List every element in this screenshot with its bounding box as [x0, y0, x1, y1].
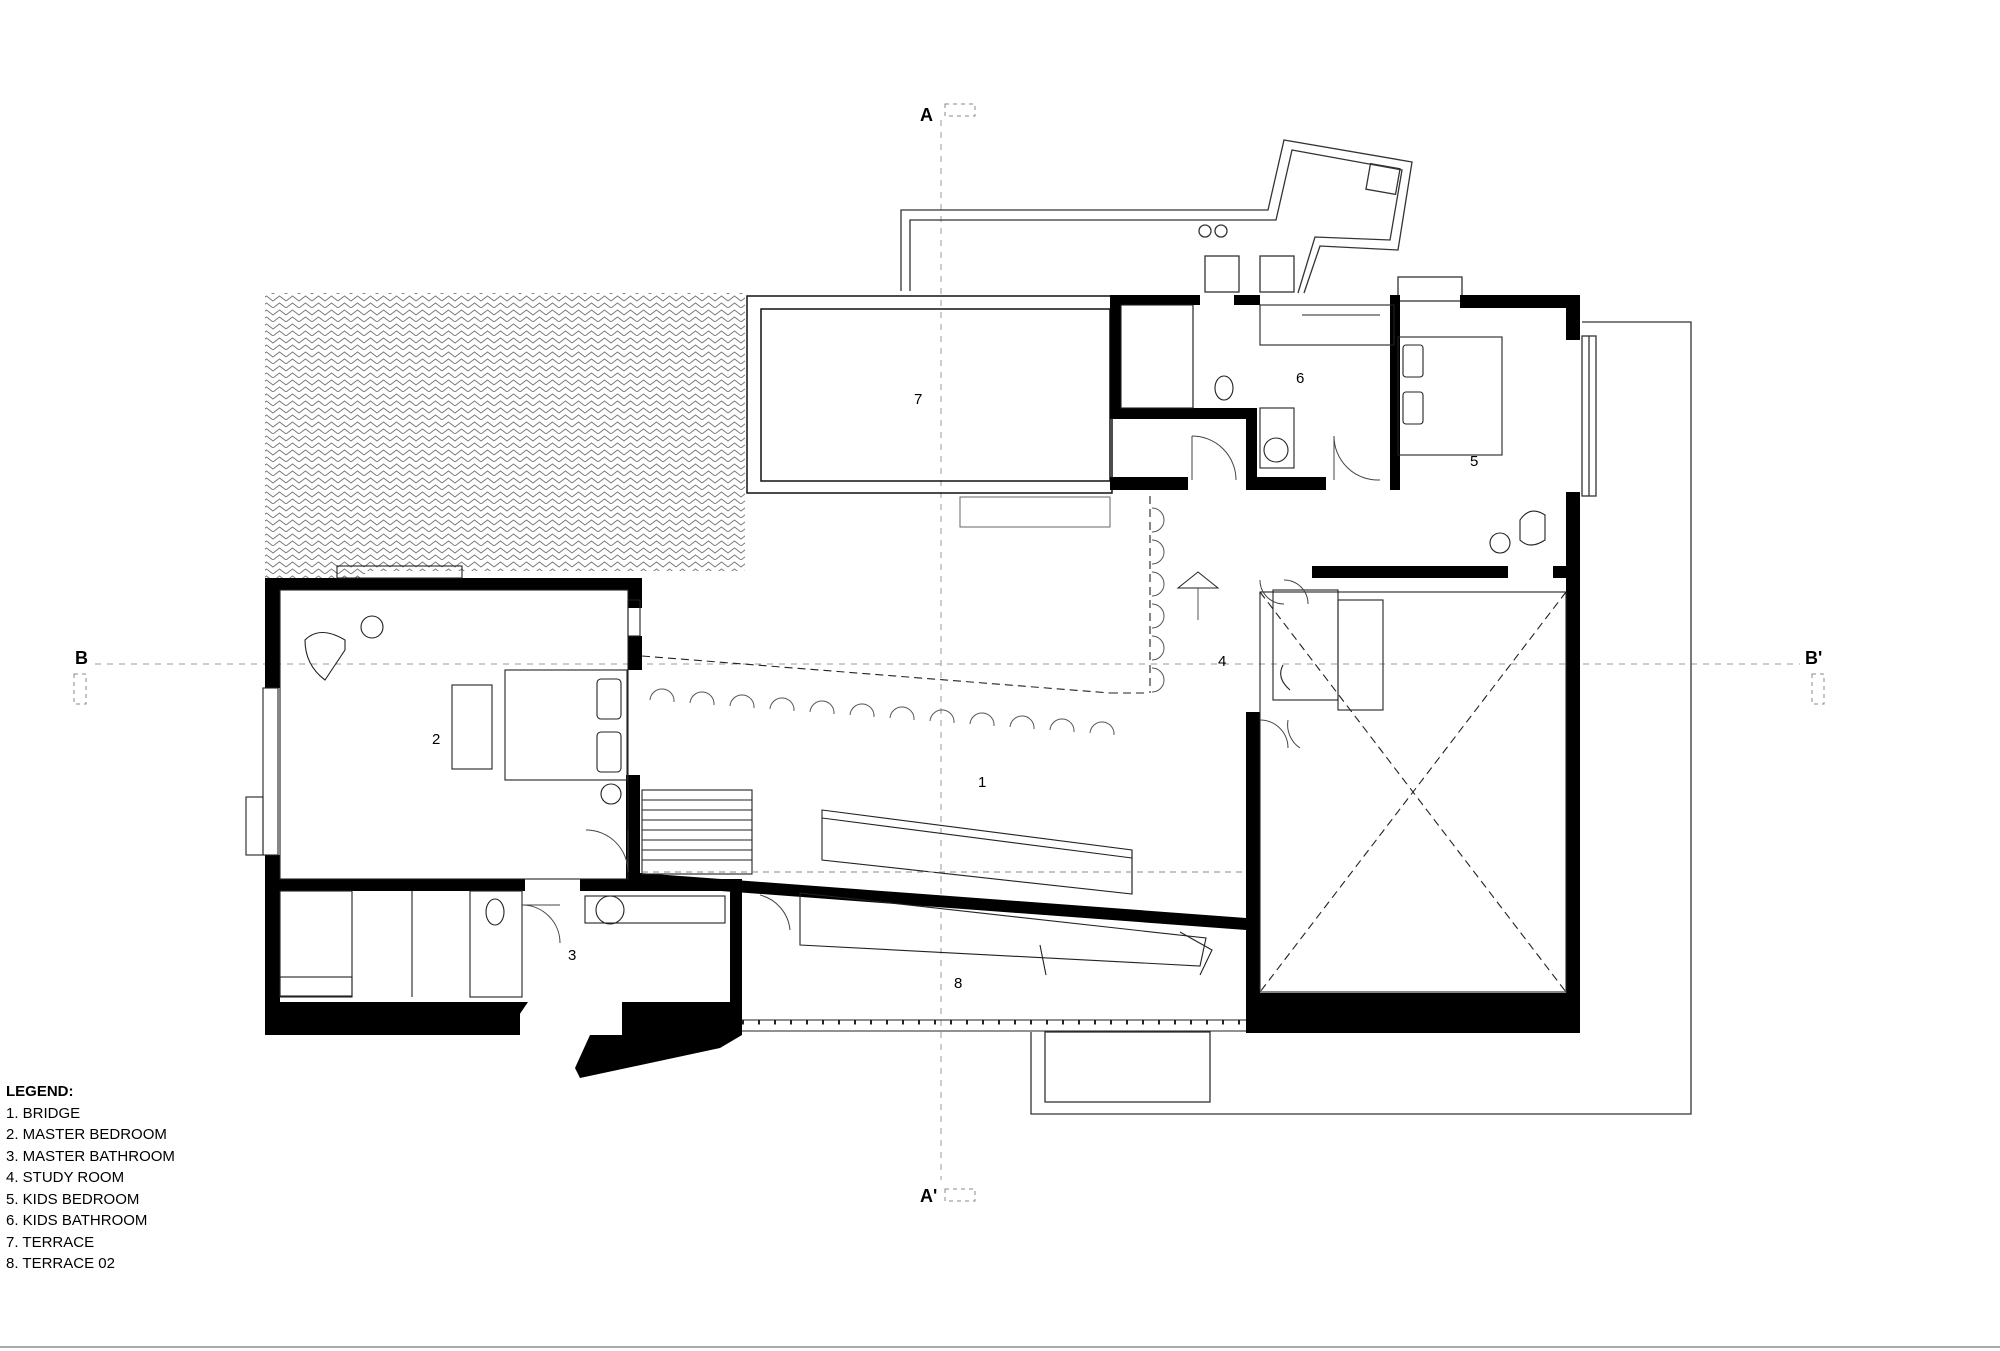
- room-number-master-bathroom: 3: [568, 947, 576, 964]
- legend-item: 5. KIDS BEDROOM: [6, 1190, 140, 1208]
- legend-item: 6. KIDS BATHROOM: [6, 1212, 148, 1229]
- section-a-top-label: A: [920, 105, 933, 125]
- north-terrace-outline: [900, 139, 1463, 302]
- door-swings: [521, 435, 1381, 944]
- legend-item: 2. MASTER BEDROOM: [6, 1126, 167, 1143]
- room-number-bridge: 1: [978, 774, 986, 791]
- interior-fixtures: [245, 304, 1567, 1032]
- legend-item: 1. BRIDGE: [6, 1104, 81, 1122]
- section-a-bottom-label: A': [920, 1186, 937, 1206]
- legend-item: 7. TERRACE: [6, 1233, 95, 1251]
- section-b-left-label: B: [75, 648, 88, 668]
- room-number-study-room: 4: [1218, 653, 1226, 670]
- walls: [265, 295, 1580, 1078]
- section-axis-lines: [95, 120, 1800, 1180]
- legend-title: LEGEND:: [6, 1083, 74, 1100]
- section-b-right-label: B': [1805, 648, 1822, 668]
- landscape-hatch: [265, 293, 745, 583]
- terrace-7-outline: [746, 295, 1113, 528]
- legend: LEGEND: 1. BRIDGE 2. MASTER BEDROOM 3. M…: [6, 1081, 175, 1275]
- legend-item: 3. MASTER BATHROOM: [6, 1147, 175, 1165]
- room-number-kids-bedroom: 5: [1470, 453, 1478, 470]
- room-number-terrace: 7: [914, 391, 922, 408]
- legend-item: 8. TERRACE 02: [6, 1255, 115, 1272]
- room-number-master-bedroom: 2: [432, 731, 440, 748]
- room-number-kids-bathroom: 6: [1296, 370, 1304, 387]
- section-marker-ticks: [73, 103, 1825, 1202]
- room-number-terrace-02: 8: [954, 975, 962, 992]
- legend-item: 4. STUDY ROOM: [6, 1169, 125, 1186]
- site-outline: [1030, 321, 1692, 1115]
- wardrobe-doors: [649, 507, 1220, 736]
